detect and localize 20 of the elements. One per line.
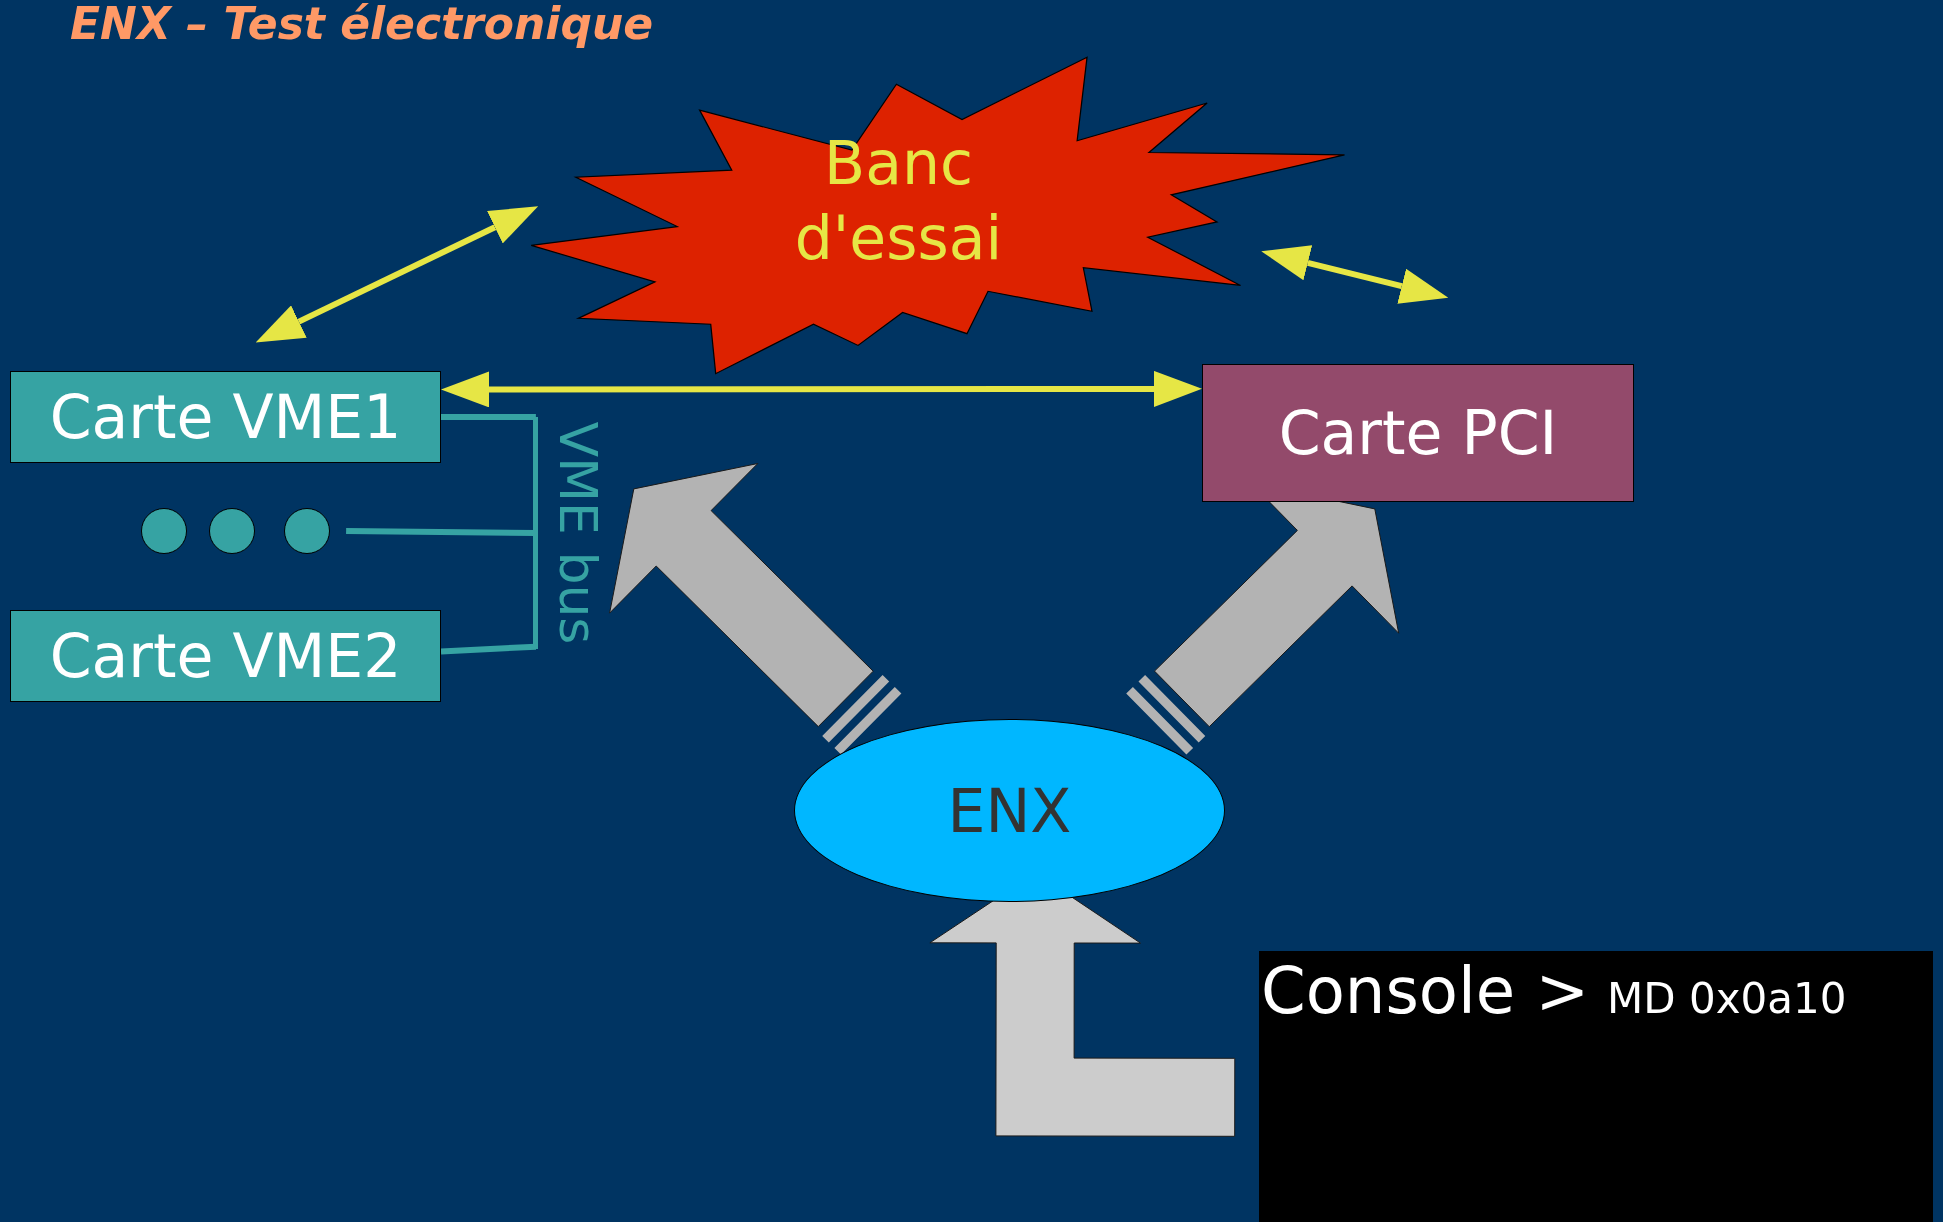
title: ENX – Test électronique: [70, 0, 654, 49]
double-arrow: [255, 206, 539, 343]
bus-connector: [440, 643, 537, 655]
card-box: [1202, 364, 1634, 502]
card-box: [10, 610, 441, 702]
double-arrow: [1261, 245, 1449, 304]
card-box: [10, 371, 441, 463]
bus-connector: [441, 414, 536, 420]
node-label: Carte VME1: [49, 387, 402, 447]
node-label: Banc d'essai: [793, 127, 1004, 275]
bus-label: VME bus: [552, 421, 604, 645]
block-arrow: [609, 463, 874, 728]
node-label: Carte PCI: [1278, 403, 1558, 463]
console-command: MD 0x0a10: [1607, 974, 1847, 1025]
node-label: Carte VME2: [49, 626, 402, 686]
node-label: ENX: [947, 780, 1072, 841]
bus-connector: [346, 528, 536, 536]
console-prompt: Console >: [1261, 953, 1590, 1030]
console-screen: [1259, 951, 1933, 1222]
double-arrow: [441, 370, 1202, 408]
